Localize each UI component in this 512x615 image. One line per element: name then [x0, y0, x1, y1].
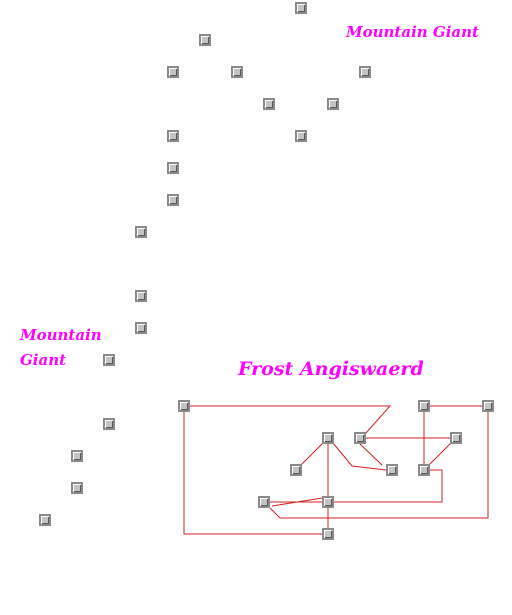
connection-line — [332, 442, 387, 471]
gray-square-waypoint-icon[interactable] — [322, 496, 334, 508]
gray-square-waypoint-icon[interactable] — [231, 66, 243, 78]
connection-line — [269, 412, 489, 519]
frost-connection-lines — [183, 405, 489, 535]
gray-square-waypoint-icon[interactable] — [482, 400, 494, 412]
gray-square-waypoint-icon[interactable] — [199, 34, 211, 46]
gray-square-waypoint-icon[interactable] — [167, 162, 179, 174]
gray-square-waypoint-icon[interactable] — [167, 194, 179, 206]
gray-square-waypoint-icon[interactable] — [178, 400, 190, 412]
gray-square-waypoint-icon[interactable] — [135, 322, 147, 334]
gray-square-waypoint-icon[interactable] — [167, 66, 179, 78]
gray-square-waypoint-icon[interactable] — [258, 496, 270, 508]
zone-label-mountain-giant-left: Mountain Giant — [20, 323, 102, 373]
zone-label-mountain-giant-top: Mountain Giant — [346, 23, 479, 41]
gray-square-waypoint-icon[interactable] — [103, 354, 115, 366]
connection-line — [428, 442, 452, 466]
gray-square-waypoint-icon[interactable] — [263, 98, 275, 110]
gray-square-waypoint-icon[interactable] — [167, 130, 179, 142]
gray-square-waypoint-icon[interactable] — [450, 432, 462, 444]
gray-square-waypoint-icon[interactable] — [354, 432, 366, 444]
gray-square-waypoint-icon[interactable] — [295, 2, 307, 14]
gray-square-waypoint-icon[interactable] — [359, 66, 371, 78]
gray-square-waypoint-icon[interactable] — [322, 432, 334, 444]
gray-square-waypoint-icon[interactable] — [71, 482, 83, 494]
zone-label-line-2: Giant — [20, 351, 67, 369]
gray-square-waypoint-icon[interactable] — [290, 464, 302, 476]
gray-square-waypoint-icon[interactable] — [39, 514, 51, 526]
gray-square-waypoint-icon[interactable] — [386, 464, 398, 476]
connection-line — [300, 442, 324, 466]
gray-square-waypoint-icon[interactable] — [418, 400, 430, 412]
zone-label-frost-angiswaerd: Frost Angiswaerd — [238, 358, 424, 380]
connection-line — [183, 412, 322, 535]
gray-square-waypoint-icon[interactable] — [418, 464, 430, 476]
gray-square-waypoint-icon[interactable] — [295, 130, 307, 142]
gray-square-waypoint-icon[interactable] — [71, 450, 83, 462]
gray-square-waypoint-icon[interactable] — [103, 418, 115, 430]
connection-line — [190, 405, 392, 434]
gray-square-waypoint-icon[interactable] — [327, 98, 339, 110]
connection-line — [359, 443, 383, 466]
gray-square-waypoint-icon[interactable] — [322, 528, 334, 540]
gray-square-waypoint-icon[interactable] — [135, 290, 147, 302]
zone-label-line-1: Mountain — [20, 326, 102, 344]
connection-line — [334, 469, 443, 503]
gray-square-waypoint-icon[interactable] — [135, 226, 147, 238]
